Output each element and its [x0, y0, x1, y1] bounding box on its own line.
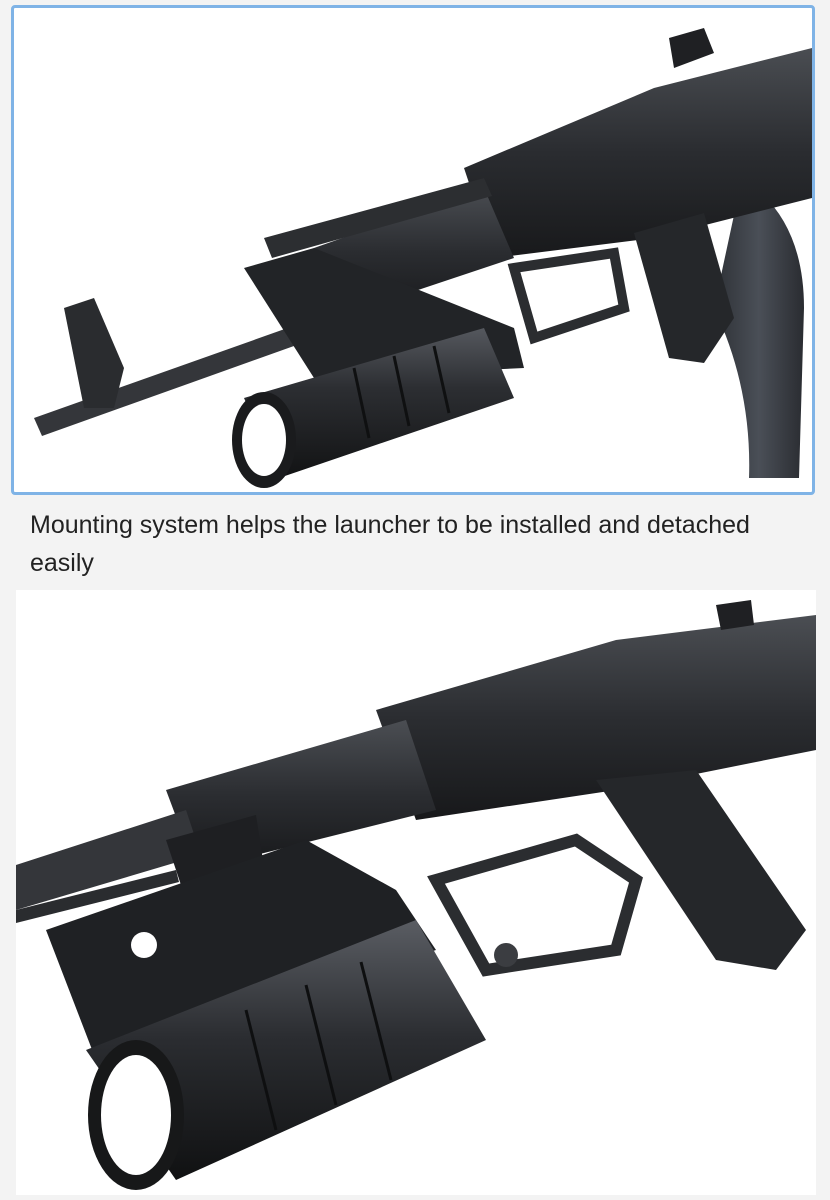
receiver — [464, 48, 812, 258]
bottom-product-photo — [16, 590, 816, 1195]
launcher-mount-bracket — [46, 840, 436, 1060]
top-product-photo — [11, 5, 815, 495]
grenade-launcher-tube — [244, 328, 514, 478]
caption-text: Mounting system helps the launcher to be… — [30, 511, 750, 577]
pistol-grip — [634, 213, 734, 363]
magazine — [714, 178, 804, 478]
front-sight — [64, 298, 124, 408]
grenade-launcher-tube — [86, 920, 486, 1180]
launcher-detached-illustration — [16, 600, 816, 1190]
rifle-attached-illustration — [34, 28, 812, 488]
receiver — [376, 615, 816, 820]
barrel — [16, 810, 201, 910]
pistol-grip — [596, 770, 806, 970]
